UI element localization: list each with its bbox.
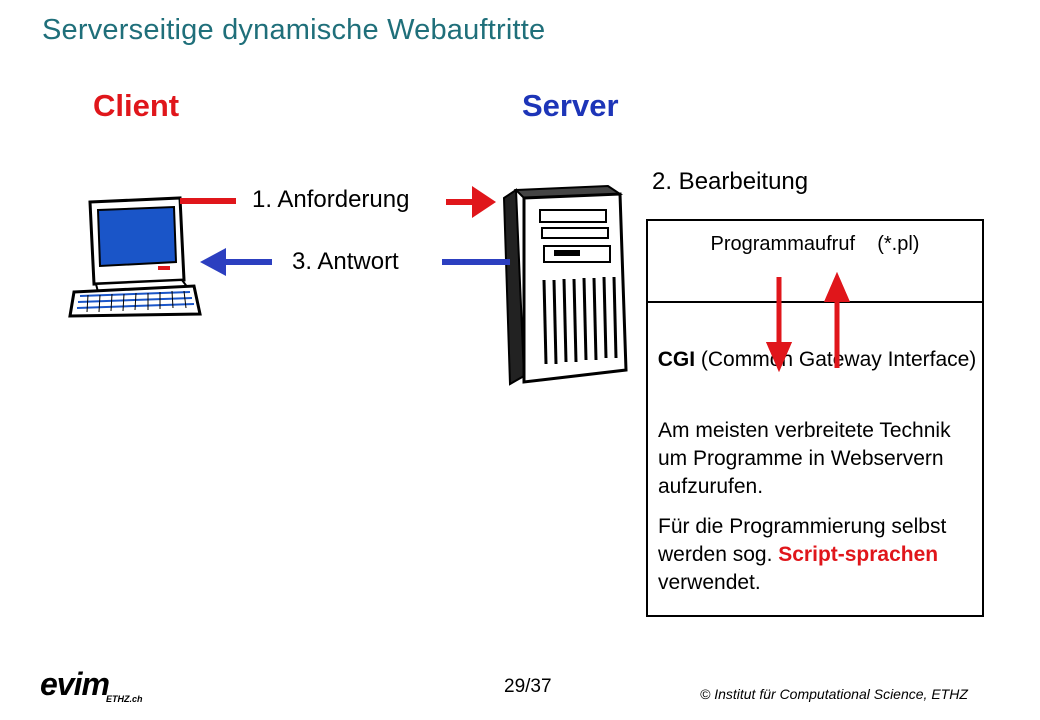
cgi-abbrev: CGI bbox=[657, 348, 696, 371]
response-arrowhead bbox=[200, 248, 226, 276]
evim-logo: evim ETHZ.ch bbox=[40, 666, 143, 704]
request-arrowhead bbox=[472, 186, 496, 218]
script-languages-highlight: Script-sprachen bbox=[778, 543, 939, 566]
program-call-label: Programmaufruf (*.pl) bbox=[710, 233, 920, 255]
response-label: 3. Antwort bbox=[292, 248, 399, 275]
page-number: 29/37 bbox=[504, 676, 552, 697]
processing-label: 2. Bearbeitung bbox=[652, 168, 809, 195]
box-divider bbox=[648, 301, 982, 303]
cgi-fullname: (Common Gateway Interface) bbox=[695, 348, 977, 371]
tower-server-icon bbox=[502, 184, 628, 386]
logo-subtext: ETHZ.ch bbox=[106, 694, 143, 704]
prog-text-2: verwendet. bbox=[658, 571, 761, 594]
server-label: Server bbox=[522, 88, 619, 123]
cgi-heading: CGI (Common Gateway Interface) bbox=[654, 347, 980, 373]
cgi-description: Am meisten verbreitete Technik um Progra… bbox=[658, 419, 951, 498]
client-label: Client bbox=[93, 88, 180, 123]
prog-text-1: Für die Programmierung selbst werden sog… bbox=[658, 515, 947, 566]
copyright-notice: © Institut für Computational Science, ET… bbox=[700, 686, 968, 702]
processing-box: Programmaufruf (*.pl) CGI (Common Gatewa… bbox=[646, 219, 984, 617]
desktop-computer-icon bbox=[68, 196, 202, 318]
request-label: 1. Anforderung bbox=[252, 186, 410, 213]
logo-text: evim bbox=[40, 666, 110, 702]
cgi-programming-note: Für die Programmierung selbst werden sog… bbox=[658, 513, 984, 597]
slide-title: Serverseitige dynamische Webauftritte bbox=[42, 14, 546, 46]
